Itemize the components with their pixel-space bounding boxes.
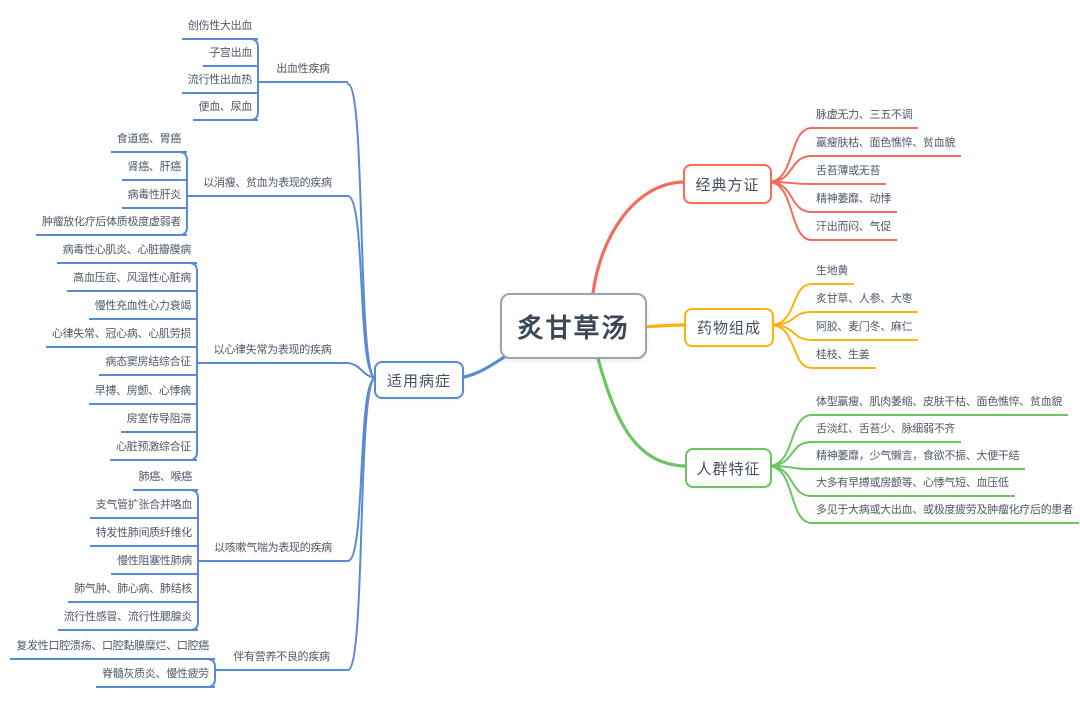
leaf-item[interactable]: 脊髓灰质炎、慢性疲劳 — [96, 666, 215, 688]
leaf-item[interactable]: 流行性出血热 — [181, 72, 258, 94]
branch-classic-formula-syndrome[interactable]: 经典方证 — [683, 164, 772, 204]
leaf-item[interactable]: 慢性阻塞性肺病 — [111, 553, 198, 575]
leaf-item[interactable]: 阿胶、麦门冬、麻仁 — [810, 319, 919, 341]
leaf-item[interactable]: 支气管扩张合并咯血 — [89, 497, 198, 519]
leaf-item[interactable]: 脉虚无力、三五不调 — [810, 107, 919, 129]
leaf-item[interactable]: 炙甘草、人参、大枣 — [810, 291, 919, 313]
branch-population-features[interactable]: 人群特征 — [685, 448, 772, 488]
leaf-item[interactable]: 生地黄 — [810, 263, 855, 285]
leaf-item[interactable]: 舌淡红、舌苔少、脉细弱不齐 — [810, 421, 962, 443]
leaf-item[interactable]: 肿瘤放化疗后体质极度虚弱者 — [35, 214, 187, 236]
leaf-item[interactable]: 羸瘦肤枯、面色憔悴、贫血貌 — [810, 135, 962, 157]
leaf-item[interactable]: 病毒性心肌炎、心脏瓣膜病 — [56, 242, 197, 264]
subtopic-cough-asthma-diseases[interactable]: 以咳嗽气喘为表现的疾病 — [198, 540, 348, 562]
central-topic[interactable]: 炙甘草汤 — [500, 293, 647, 359]
leaf-item[interactable]: 心脏预激综合征 — [110, 439, 197, 461]
subtopic-emaciation-anemia[interactable]: 以消瘦、贫血为表现的疾病 — [187, 175, 348, 197]
branch-herb-composition[interactable]: 药物组成 — [684, 308, 774, 347]
leaf-item[interactable]: 舌苔薄或无苔 — [810, 163, 887, 185]
leaf-item[interactable]: 食道癌、胃癌 — [110, 131, 187, 153]
leaf-item[interactable]: 流行性感冒、流行性腮腺炎 — [57, 609, 198, 631]
subtopic-arrhythmia-diseases[interactable]: 以心律失常为表现的疾病 — [197, 342, 348, 364]
leaf-item[interactable]: 肺癌、喉癌 — [132, 469, 198, 491]
leaf-item[interactable]: 体型羸瘦、肌肉萎缩、皮肤干枯、面色憔悴、贫血貌 — [810, 394, 1069, 416]
branch-line-composition — [641, 323, 686, 329]
leaf-item[interactable]: 汗出而闷、气促 — [810, 219, 897, 241]
subtopic-hemorrhagic-diseases[interactable]: 出血性疾病 — [258, 61, 348, 83]
leaf-item[interactable]: 高血压症、风湿性心脏病 — [67, 270, 197, 292]
leaf-item[interactable]: 创伤性大出血 — [181, 18, 258, 40]
leaf-item[interactable]: 子宫出血 — [203, 45, 258, 67]
leaf-item[interactable]: 便血、尿血 — [192, 99, 258, 121]
leaf-item[interactable]: 大多有早搏或房颤等、心悸气短、血压低 — [810, 475, 1015, 497]
branch-line-applicable — [457, 354, 508, 380]
leaf-item[interactable]: 肾癌、肝癌 — [121, 159, 187, 181]
leaf-item[interactable]: 慢性充血性心力衰竭 — [88, 298, 197, 320]
leaf-item[interactable]: 多见于大病或大出血、或极度疲劳及肿瘤化疗后的患者 — [810, 502, 1079, 524]
leaf-item[interactable]: 心律失常、冠心病、心肌劳损 — [45, 326, 197, 348]
branch-line-classic — [591, 180, 685, 295]
leaf-item[interactable]: 肺气肿、肺心病、肺结核 — [68, 581, 198, 603]
subtopic-malnutrition-diseases[interactable]: 伴有营养不良的疾病 — [215, 649, 348, 671]
leaf-item[interactable]: 精神萎靡、动悸 — [810, 191, 897, 213]
leaf-item[interactable]: 房室传导阻滞 — [120, 411, 197, 433]
leaf-item[interactable]: 早搏、房颤、心悸病 — [88, 383, 197, 405]
leaf-item[interactable]: 病态窦房结综合征 — [99, 354, 197, 376]
leaf-item[interactable]: 桂枝、生姜 — [810, 347, 876, 369]
leaf-item[interactable]: 病毒性肝炎 — [121, 187, 187, 209]
leaf-item[interactable]: 精神萎靡，少气懒言，食欲不振、大便干结 — [810, 448, 1026, 470]
leaf-item[interactable]: 特发性肺间质纤维化 — [89, 525, 198, 547]
branch-line-population — [595, 353, 687, 468]
branch-applicable-diseases[interactable]: 适用病症 — [374, 361, 464, 399]
leaf-item[interactable]: 复发性口腔溃疡、口腔黏膜糜烂、口腔癌 — [10, 638, 215, 660]
